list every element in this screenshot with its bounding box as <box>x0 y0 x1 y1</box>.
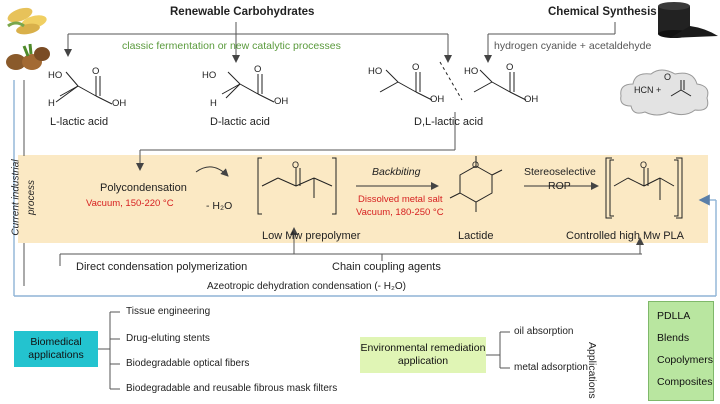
d-lactic-acid-label: D-lactic acid <box>210 116 270 128</box>
vegetables-icon <box>6 43 50 70</box>
prepolymer-structure <box>257 157 337 215</box>
atom-label: O <box>472 160 480 170</box>
biomedical-item: Biodegradable and reusable fibrous mask … <box>126 383 338 394</box>
l-lactic-acid-structure <box>55 71 113 105</box>
rop-label-2: ROP <box>548 180 571 192</box>
atom-label: O <box>640 160 648 170</box>
environmental-item: oil absorption <box>514 326 574 337</box>
biomedical-item: Tissue engineering <box>126 306 211 317</box>
biomedical-item: Drug-eluting stents <box>126 333 210 344</box>
rop-label-1: Stereoselective <box>524 166 596 178</box>
atom-label: O <box>292 160 300 170</box>
biomedical-item: Biodegradable optical fibers <box>126 358 250 369</box>
dl-lactic-acid-structures <box>379 61 527 101</box>
hcn-route-label: hydrogen cyanide + acetaldehyde <box>494 40 652 52</box>
backbiting-conditions-1: Dissolved metal salt <box>358 194 443 205</box>
atom-label: O <box>506 62 514 73</box>
environmental-title: Environmental remediation application <box>360 342 486 367</box>
atom-label: OH <box>524 94 539 105</box>
polycondensation-label: Polycondensation <box>100 182 187 194</box>
pla-label: Controlled high Mw PLA <box>566 230 685 242</box>
lactide-label: Lactide <box>458 230 494 242</box>
atom-label: HO <box>48 70 63 81</box>
chemical-bracket <box>484 22 616 63</box>
atom-label: OH <box>112 98 127 109</box>
water-elimination-arrow <box>195 166 229 177</box>
environmental-bracket <box>486 331 510 369</box>
atom-label: HO <box>202 70 217 81</box>
l-lactic-acid-label: L-lactic acid <box>50 116 109 128</box>
direct-condensation-label: Direct condensation polymerization <box>74 261 250 273</box>
atom-label: OH <box>274 96 289 107</box>
d-lactic-acid-structure <box>221 71 275 103</box>
polycondensation-conditions: Vacuum, 150-220 °C <box>86 198 174 209</box>
applications-label: Applications <box>586 342 598 399</box>
atom-label: HO <box>464 66 479 77</box>
prepolymer-label: Low Mw prepolymer <box>262 230 361 242</box>
backbiting-label: Backbiting <box>372 166 421 178</box>
water-label: - H₂O <box>206 200 233 212</box>
aldehyde-oxygen: O <box>664 72 672 82</box>
hcn-label: HCN + <box>634 85 662 95</box>
atom-label: H <box>48 98 55 109</box>
pla-type: Blends <box>657 332 690 344</box>
corn-icon <box>7 7 47 35</box>
lactide-structure <box>449 156 503 212</box>
atom-label: O <box>92 66 100 77</box>
environmental-item: metal adsorption <box>514 362 588 373</box>
environmental-box: Environmental remediation application <box>360 337 486 373</box>
atom-label: O <box>412 62 420 73</box>
atom-label: OH <box>430 94 445 105</box>
atom-label: O <box>254 64 262 75</box>
azeotropic-label: Azeotropic dehydration condensation (- H… <box>204 281 409 292</box>
side-label-line2: process <box>26 179 38 216</box>
hcn-cloud <box>620 69 709 116</box>
azeotropic-line <box>13 80 717 297</box>
renewable-bracket <box>64 22 452 63</box>
oil-barrel-icon <box>658 2 718 38</box>
renewable-title: Renewable Carbohydrates <box>170 6 315 18</box>
chain-coupling-label: Chain coupling agents <box>330 261 443 273</box>
pla-structure <box>605 157 683 219</box>
industrial-process-band <box>18 155 708 243</box>
chemical-title: Chemical Synthesis <box>548 6 657 18</box>
fermentation-label: classic fermentation or new catalytic pr… <box>122 40 341 52</box>
dl-lactic-acid-label: D,L-lactic acid <box>414 116 484 128</box>
feed-arrows <box>23 80 456 171</box>
atom-label: HO <box>368 66 383 77</box>
pla-types-note: PDLLA Blends Copolymers Composites <box>648 301 714 401</box>
pla-type: Copolymers <box>657 354 714 366</box>
atom-label: H <box>210 98 217 109</box>
biomedical-bracket <box>98 311 120 390</box>
pla-type: Composites <box>657 376 713 388</box>
backbiting-conditions-2: Vacuum, 180-250 °C <box>356 207 444 218</box>
side-label-line1: Current industrial <box>10 159 22 236</box>
pla-type: PDLLA <box>657 310 691 322</box>
biomedical-title: Biomedical applications <box>28 336 84 361</box>
biomedical-box: Biomedical applications <box>14 331 98 367</box>
